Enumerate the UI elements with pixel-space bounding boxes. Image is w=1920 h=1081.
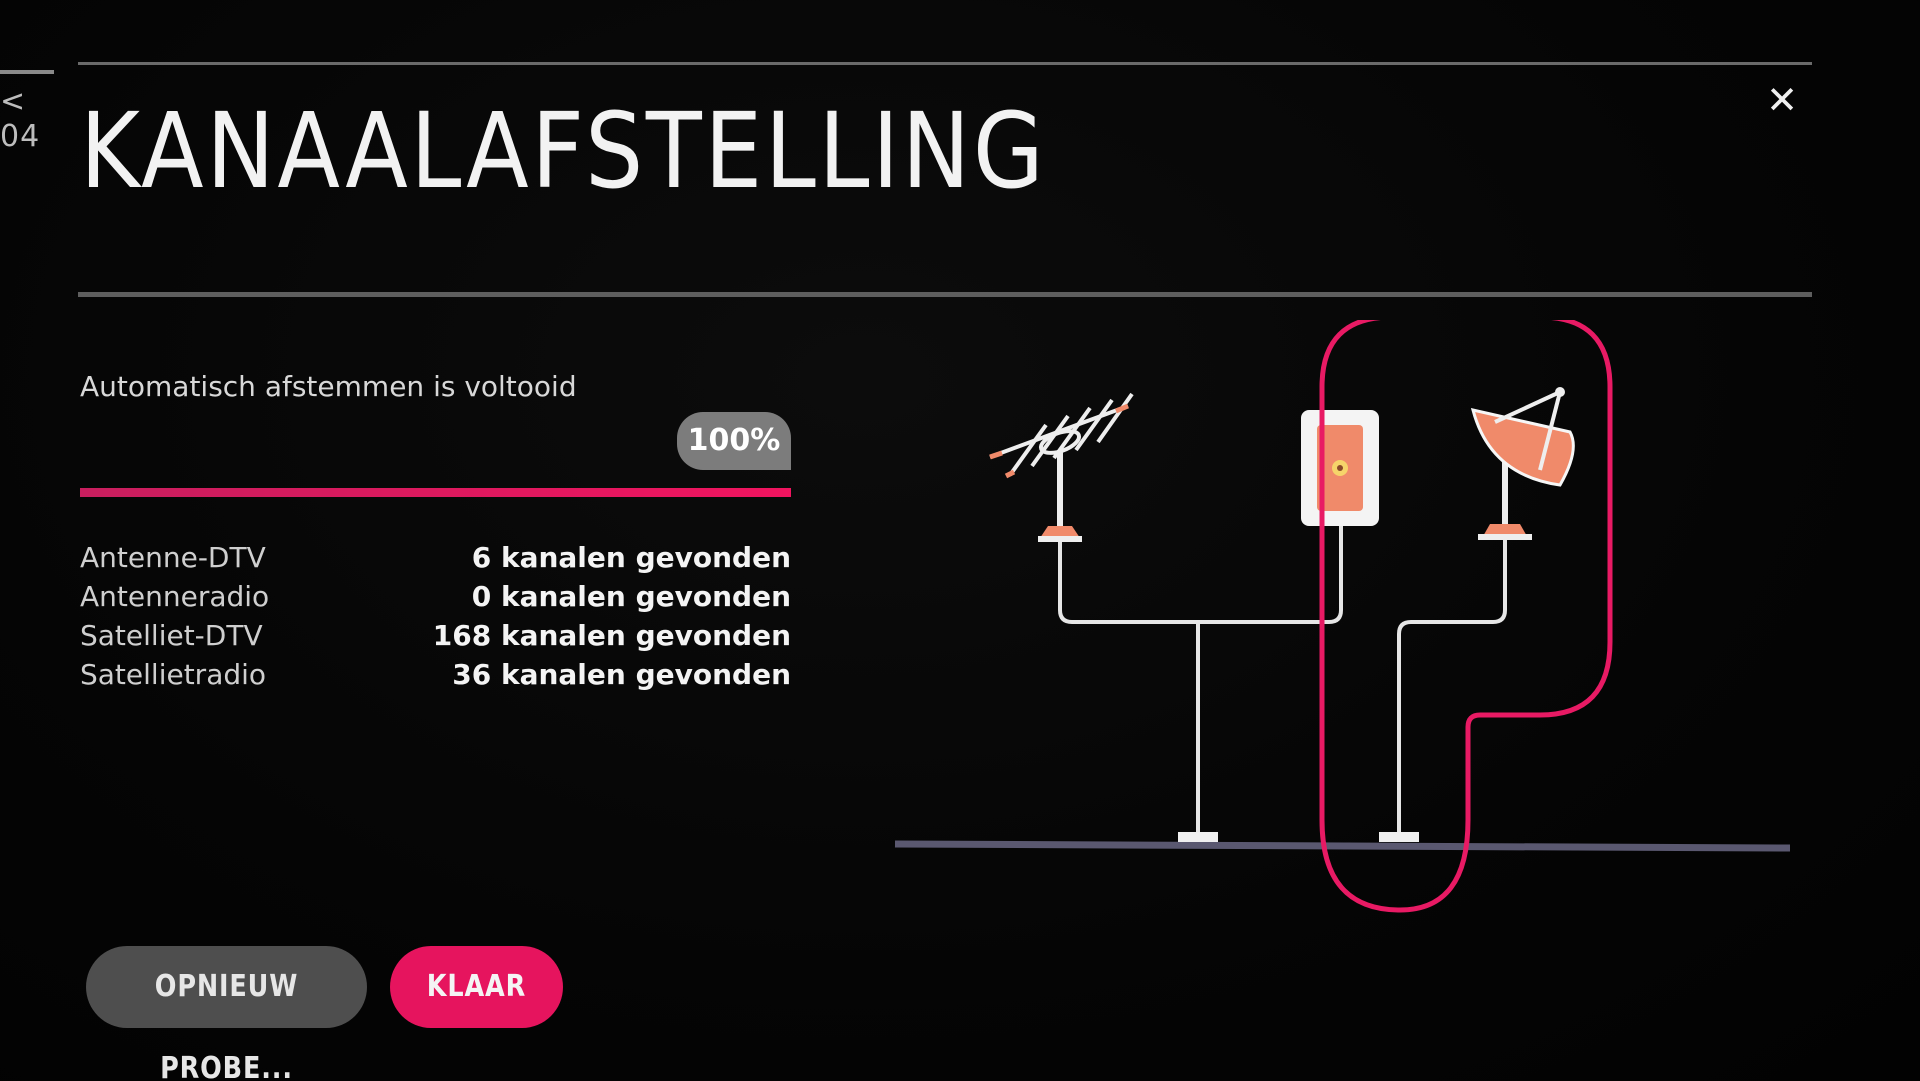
progress-percent-badge: 100% [677,412,791,470]
done-button-label: KLAAR [426,969,527,1004]
result-label: Antenne-DTV [80,541,266,574]
page-title: KANAALAFSTELLING [80,90,1047,212]
progress-bar [80,488,791,497]
done-button[interactable]: KLAAR [390,946,563,1028]
top-divider [78,62,1812,65]
result-row-satelliet-dtv: Satelliet-DTV 168 kanalen gevonden [80,616,791,655]
result-label: Satellietradio [80,658,267,691]
result-label: Antenneradio [80,580,270,613]
status-message: Automatisch afstemmen is voltooid [80,370,577,403]
result-value: 168 kanalen gevonden [432,619,791,652]
result-row-antenne-dtv: Antenne-DTV 6 kanalen gevonden [80,538,791,577]
close-icon[interactable]: ✕ [1766,78,1798,122]
step-indicator[interactable]: < 04 [0,70,54,154]
header-divider [78,292,1812,297]
antenna-icon [989,392,1134,542]
satellite-wiring [1397,538,1507,832]
results-list: Antenne-DTV 6 kanalen gevonden Antennera… [80,538,791,694]
result-value: 0 kanalen gevonden [471,580,791,613]
result-value: 36 kanalen gevonden [452,658,791,691]
retry-button[interactable]: OPNIEUW PROBE... [86,946,367,1081]
progress-bar-fill [80,488,791,497]
result-row-antenneradio: Antenneradio 0 kanalen gevonden [80,577,791,616]
satellite-highlight-outline [1319,320,1613,913]
satellite-dish-icon [1470,387,1575,540]
result-value: 6 kanalen gevonden [471,541,791,574]
satellite-connector [1379,832,1419,842]
connection-diagram [894,320,1791,913]
terrestrial-wiring [1058,525,1343,835]
antenna-connector [1178,832,1218,842]
ground-line [894,840,1791,852]
retry-button-label: OPNIEUW PROBE... [154,969,299,1081]
result-label: Satelliet-DTV [80,619,263,652]
wall-outlet-icon [1301,410,1379,526]
result-row-satellietradio: Satellietradio 36 kanalen gevonden [80,655,791,694]
